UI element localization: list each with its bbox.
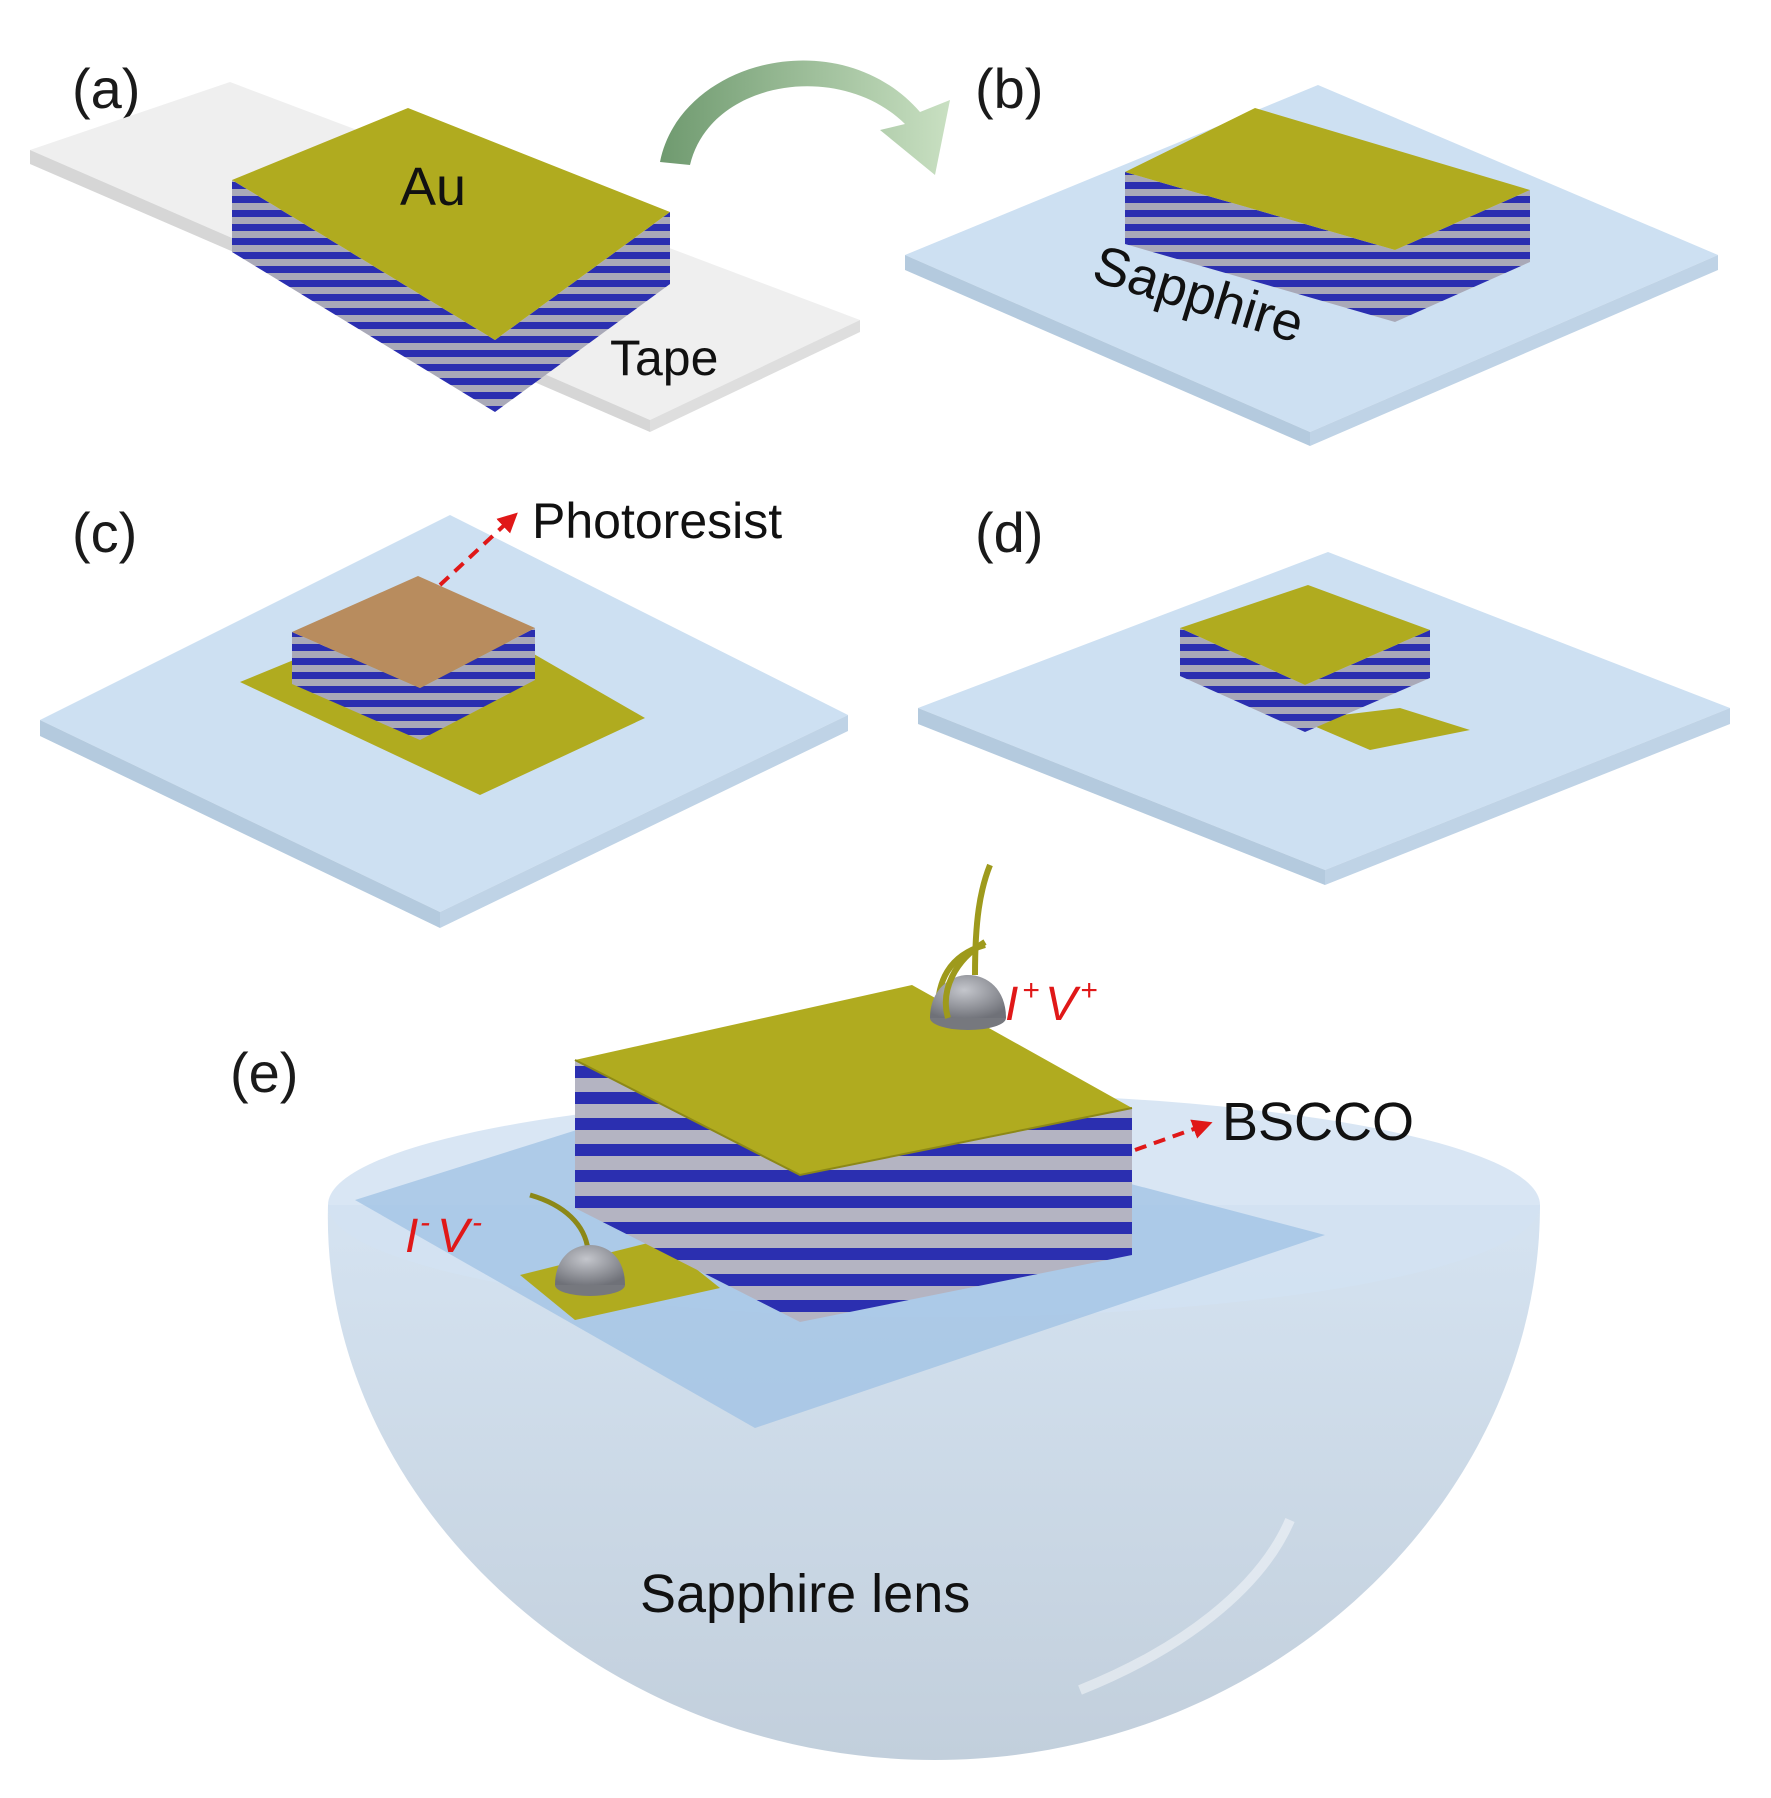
bscco-stack bbox=[574, 985, 1133, 1322]
transfer-arrow bbox=[660, 60, 950, 175]
au-stack-d bbox=[1180, 585, 1430, 732]
photoresist-stack bbox=[292, 576, 535, 740]
bottom-contact bbox=[529, 1192, 625, 1296]
au-stack-a bbox=[232, 108, 670, 412]
panel-c-label: (c) bbox=[72, 501, 137, 564]
v-minus: V bbox=[437, 1210, 473, 1263]
bscco-pointer bbox=[1134, 1119, 1213, 1152]
panel-d-label: (d) bbox=[975, 501, 1043, 564]
panel-a: (a) Au Tape bbox=[30, 57, 860, 432]
i-minus-sup: - bbox=[420, 1206, 430, 1239]
v-plus-sup: + bbox=[1080, 974, 1098, 1007]
panel-c: (c) Photoresist bbox=[40, 493, 848, 928]
v-plus: V bbox=[1045, 978, 1081, 1031]
panel-b-label: (b) bbox=[975, 57, 1043, 120]
au-stack-b bbox=[1125, 108, 1530, 322]
panel-e-label: (e) bbox=[230, 1041, 298, 1104]
v-minus-sup: - bbox=[472, 1206, 482, 1239]
au-label: Au bbox=[400, 157, 466, 217]
sapphire-lens-label: Sapphire lens bbox=[640, 1564, 970, 1624]
panel-d: (d) bbox=[918, 501, 1730, 885]
tape-label: Tape bbox=[610, 330, 718, 386]
gold-lead-d bbox=[1300, 708, 1470, 750]
bscco-label: BSCCO bbox=[1222, 1092, 1414, 1152]
panel-a-label: (a) bbox=[72, 57, 140, 120]
panel-e: (e) bbox=[230, 863, 1540, 1760]
i-plus: I bbox=[1005, 978, 1018, 1031]
panel-b: (b) Sapphire bbox=[905, 57, 1718, 446]
i-plus-sup: + bbox=[1022, 974, 1040, 1007]
photoresist-pointer bbox=[438, 512, 518, 587]
iv-plus-label: I + V + bbox=[1005, 974, 1098, 1031]
iv-minus-label: I - V - bbox=[405, 1206, 482, 1263]
i-minus: I bbox=[405, 1210, 418, 1263]
photoresist-label: Photoresist bbox=[532, 493, 782, 549]
top-contact bbox=[930, 863, 1006, 1030]
